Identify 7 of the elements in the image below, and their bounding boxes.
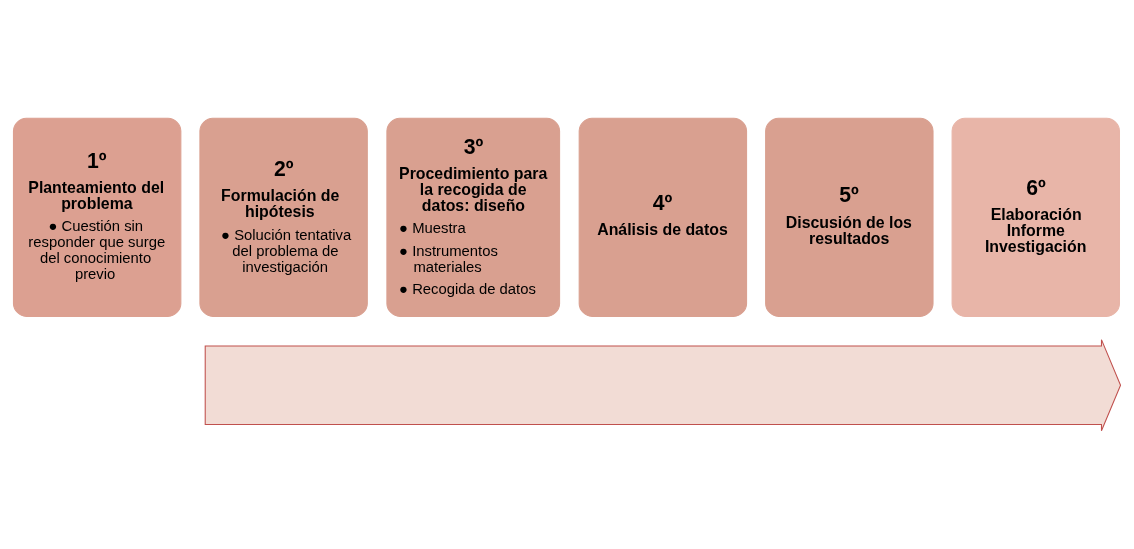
- node-box: 6º Elaboración Informe Investigación: [951, 117, 1120, 317]
- node-box: 2º Formulación de hipótesis ● Solución tentativa del problema de investigación: [199, 117, 368, 317]
- node-box: 3º Procedimiento para la recogida de datos: diseño ● Muestra ● Instrumentos materiales ● Recogida de datos: [386, 117, 561, 317]
- node-arrow: [204, 339, 1122, 432]
- node-box: 5º Discusión de los resultados: [765, 117, 934, 317]
- node-box: 1º Planteamiento del problema ● Cuestión sin responder que surge del conocimiento previo: [12, 117, 182, 317]
- node-box: 4º Análisis de datos: [578, 117, 748, 317]
